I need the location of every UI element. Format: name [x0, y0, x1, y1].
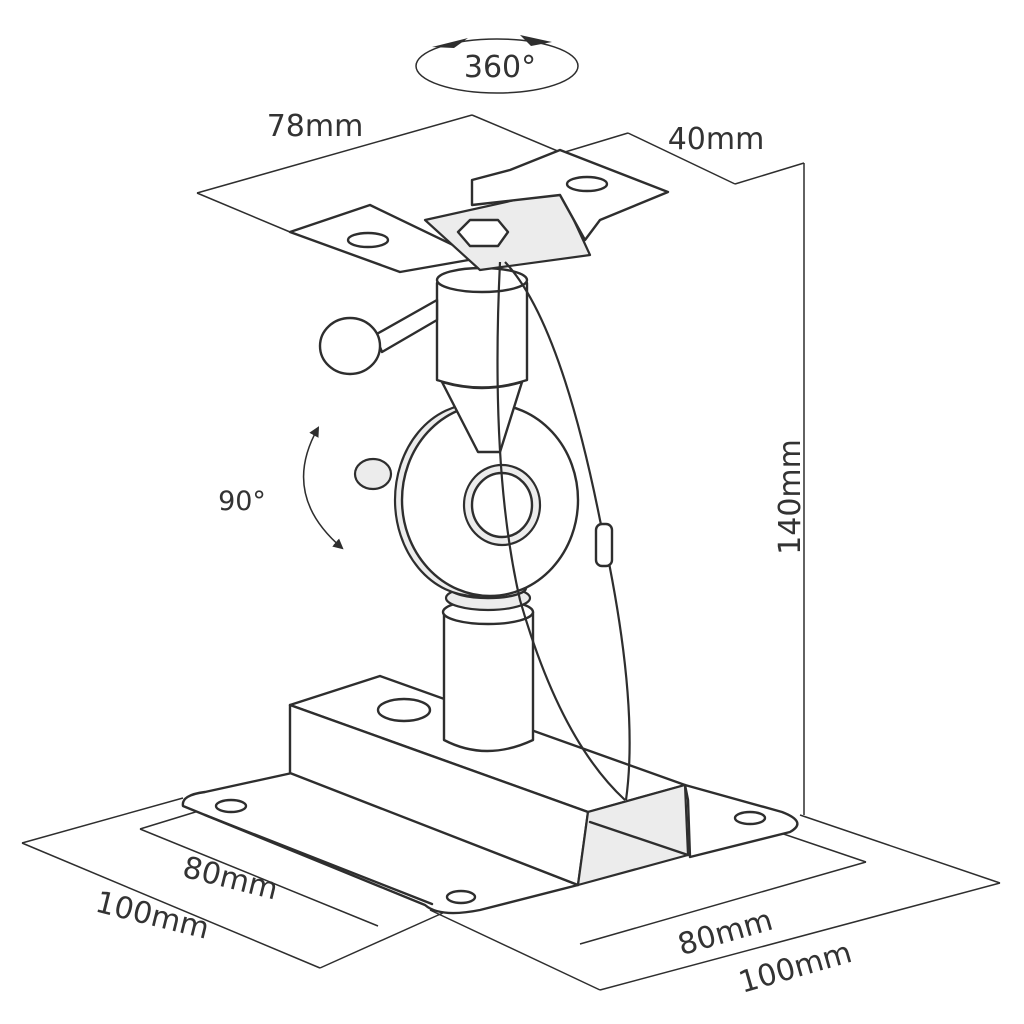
base-bracket — [181, 674, 799, 915]
base-left-foot-fold — [203, 813, 434, 906]
dim-right-ext-2 — [799, 814, 1001, 884]
dim-40-line-b — [627, 132, 736, 185]
top-plate — [288, 148, 670, 274]
tilt-knob-back — [353, 457, 393, 491]
lower-post — [441, 576, 535, 753]
rotation-ellipse — [415, 38, 579, 94]
rotation-360-indicator: 360° — [415, 35, 579, 94]
upper-post-cone — [440, 380, 524, 454]
top-plate-hole-right — [565, 175, 609, 193]
dimension-lines — [21, 114, 1001, 991]
lower-post-body — [442, 610, 535, 753]
dim-80mm-left-label: 80mm — [179, 850, 281, 907]
cable-line-a — [496, 261, 626, 801]
dim-78-line — [196, 114, 473, 194]
dim-100mm-right-label: 100mm — [735, 935, 856, 1001]
tilt-90-indicator: 90° — [218, 426, 344, 550]
tilt-handle-arm — [373, 298, 439, 354]
dim-78mm-label: 78mm — [267, 109, 364, 144]
cable-crimp — [594, 522, 614, 568]
rotation-arrow-right — [520, 35, 552, 46]
dim-40mm-label: 40mm — [668, 122, 765, 157]
base-right-foot-edge — [588, 820, 690, 857]
dim-left-close — [319, 911, 446, 969]
dim-78-ext-right — [471, 114, 561, 153]
rotation-arrow-left — [432, 38, 468, 48]
upper-post — [318, 266, 529, 454]
dim-80-left-line — [139, 828, 379, 927]
top-bolt — [456, 218, 510, 248]
dim-80-right-line — [579, 861, 867, 945]
base-hole-left — [214, 798, 248, 814]
tilt-joint — [353, 402, 580, 598]
tilt-90-label: 90° — [218, 486, 266, 517]
dim-80mm-right-label: 80mm — [674, 903, 777, 963]
base-hole-front — [445, 889, 477, 905]
base-hole-center — [376, 697, 432, 723]
top-plate-hole-left — [346, 231, 390, 249]
tilt-handle-knob — [318, 316, 382, 376]
dim-100-left-line — [21, 842, 321, 969]
base-hole-right — [733, 810, 767, 826]
dim-140mm-label: 140mm — [773, 439, 808, 555]
safety-cable — [496, 261, 631, 801]
tilt-arc — [302, 426, 344, 550]
dim-40-line — [564, 132, 629, 153]
rotation-360-label: 360° — [464, 50, 536, 85]
dim-100-left-ext — [21, 797, 184, 844]
dim-140-top — [734, 162, 805, 185]
top-plate-right — [470, 148, 670, 242]
dim-100-right-line — [599, 882, 1001, 991]
dim-100mm-left-label: 100mm — [92, 885, 213, 947]
cable-line-b — [504, 261, 631, 801]
dim-78-ext-left — [196, 192, 291, 233]
upper-post-body — [435, 281, 529, 389]
dim-right-ext-1 — [429, 909, 601, 991]
